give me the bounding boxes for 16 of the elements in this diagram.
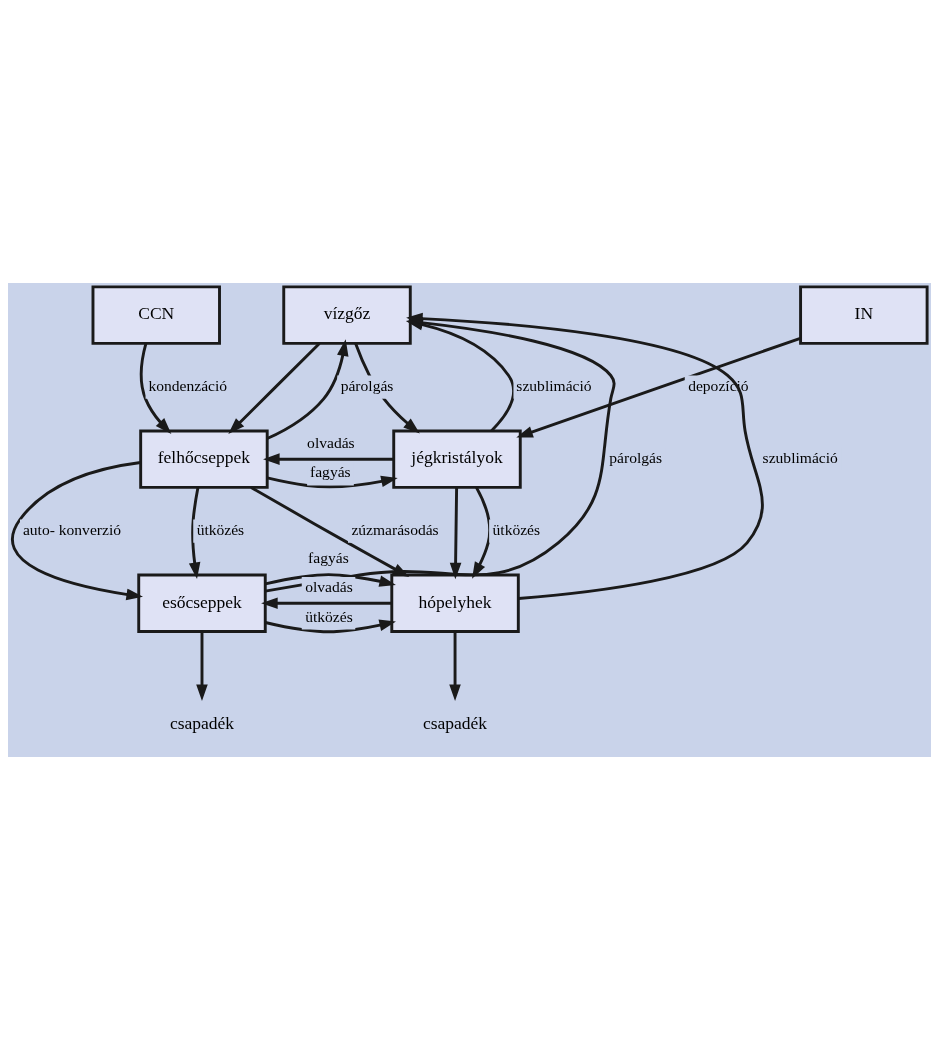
node-text: csapadék: [169, 713, 235, 734]
node-text: csapadék: [422, 713, 488, 734]
edge-label: szublimáció: [762, 448, 838, 466]
edge-label: ütközés: [492, 520, 541, 538]
edge-label: olvadás: [307, 434, 355, 452]
edge-label: párolgás: [340, 376, 394, 394]
edge-label: fagyás: [308, 549, 349, 567]
edge-label: fagyás: [310, 463, 351, 481]
edge-label: szublimáció: [516, 376, 592, 394]
edge-label: olvadás: [305, 578, 353, 596]
edge-label: auto- konverzió: [22, 520, 122, 538]
edge-label: kondenzáció: [148, 376, 228, 394]
edge-label: ütközés: [196, 520, 245, 538]
edge-label: párolgás: [609, 448, 663, 466]
edge-label: zúzmarásodás: [351, 520, 439, 538]
edge-label: ütközés: [305, 607, 353, 625]
